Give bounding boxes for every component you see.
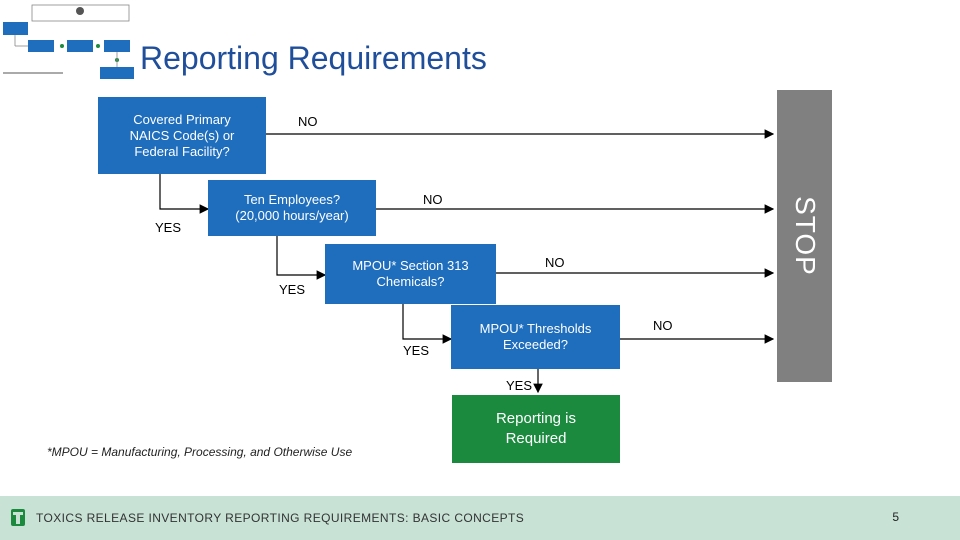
yes-connector-3 — [402, 304, 453, 344]
no-label-2: NO — [423, 192, 443, 207]
yes-label-3: YES — [403, 343, 430, 358]
page-number: 5 — [892, 510, 899, 524]
yes-connector-2 — [276, 236, 327, 280]
no-label-4: NO — [653, 318, 673, 333]
stop-bar: STOP — [777, 90, 832, 382]
no-label-3: NO — [545, 255, 565, 270]
flowchart-thumbnail — [3, 4, 134, 79]
stop-label: STOP — [789, 196, 821, 276]
node-reporting-required: Reporting is Required — [452, 395, 620, 463]
yes-label-2: YES — [279, 282, 306, 297]
node-employees: Ten Employees? (20,000 hours/year) — [208, 180, 376, 236]
yes-label-4: YES — [506, 378, 533, 393]
node-naics: Covered Primary NAICS Code(s) or Federal… — [98, 97, 266, 174]
node-chemicals: MPOU* Section 313 Chemicals? — [325, 244, 496, 304]
no-label-1: NO — [298, 114, 318, 129]
footnote: *MPOU = Manufacturing, Processing, and O… — [47, 445, 353, 459]
yes-label-1: YES — [155, 220, 182, 235]
footer-bar: TOXICS RELEASE INVENTORY REPORTING REQUI… — [0, 496, 960, 540]
node-thresholds: MPOU* Thresholds Exceeded? — [451, 305, 620, 369]
footer-title: TOXICS RELEASE INVENTORY REPORTING REQUI… — [36, 511, 525, 525]
yes-connector-1 — [159, 174, 210, 214]
tri-logo-icon — [11, 509, 25, 526]
page-title: Reporting Requirements — [140, 40, 487, 76]
